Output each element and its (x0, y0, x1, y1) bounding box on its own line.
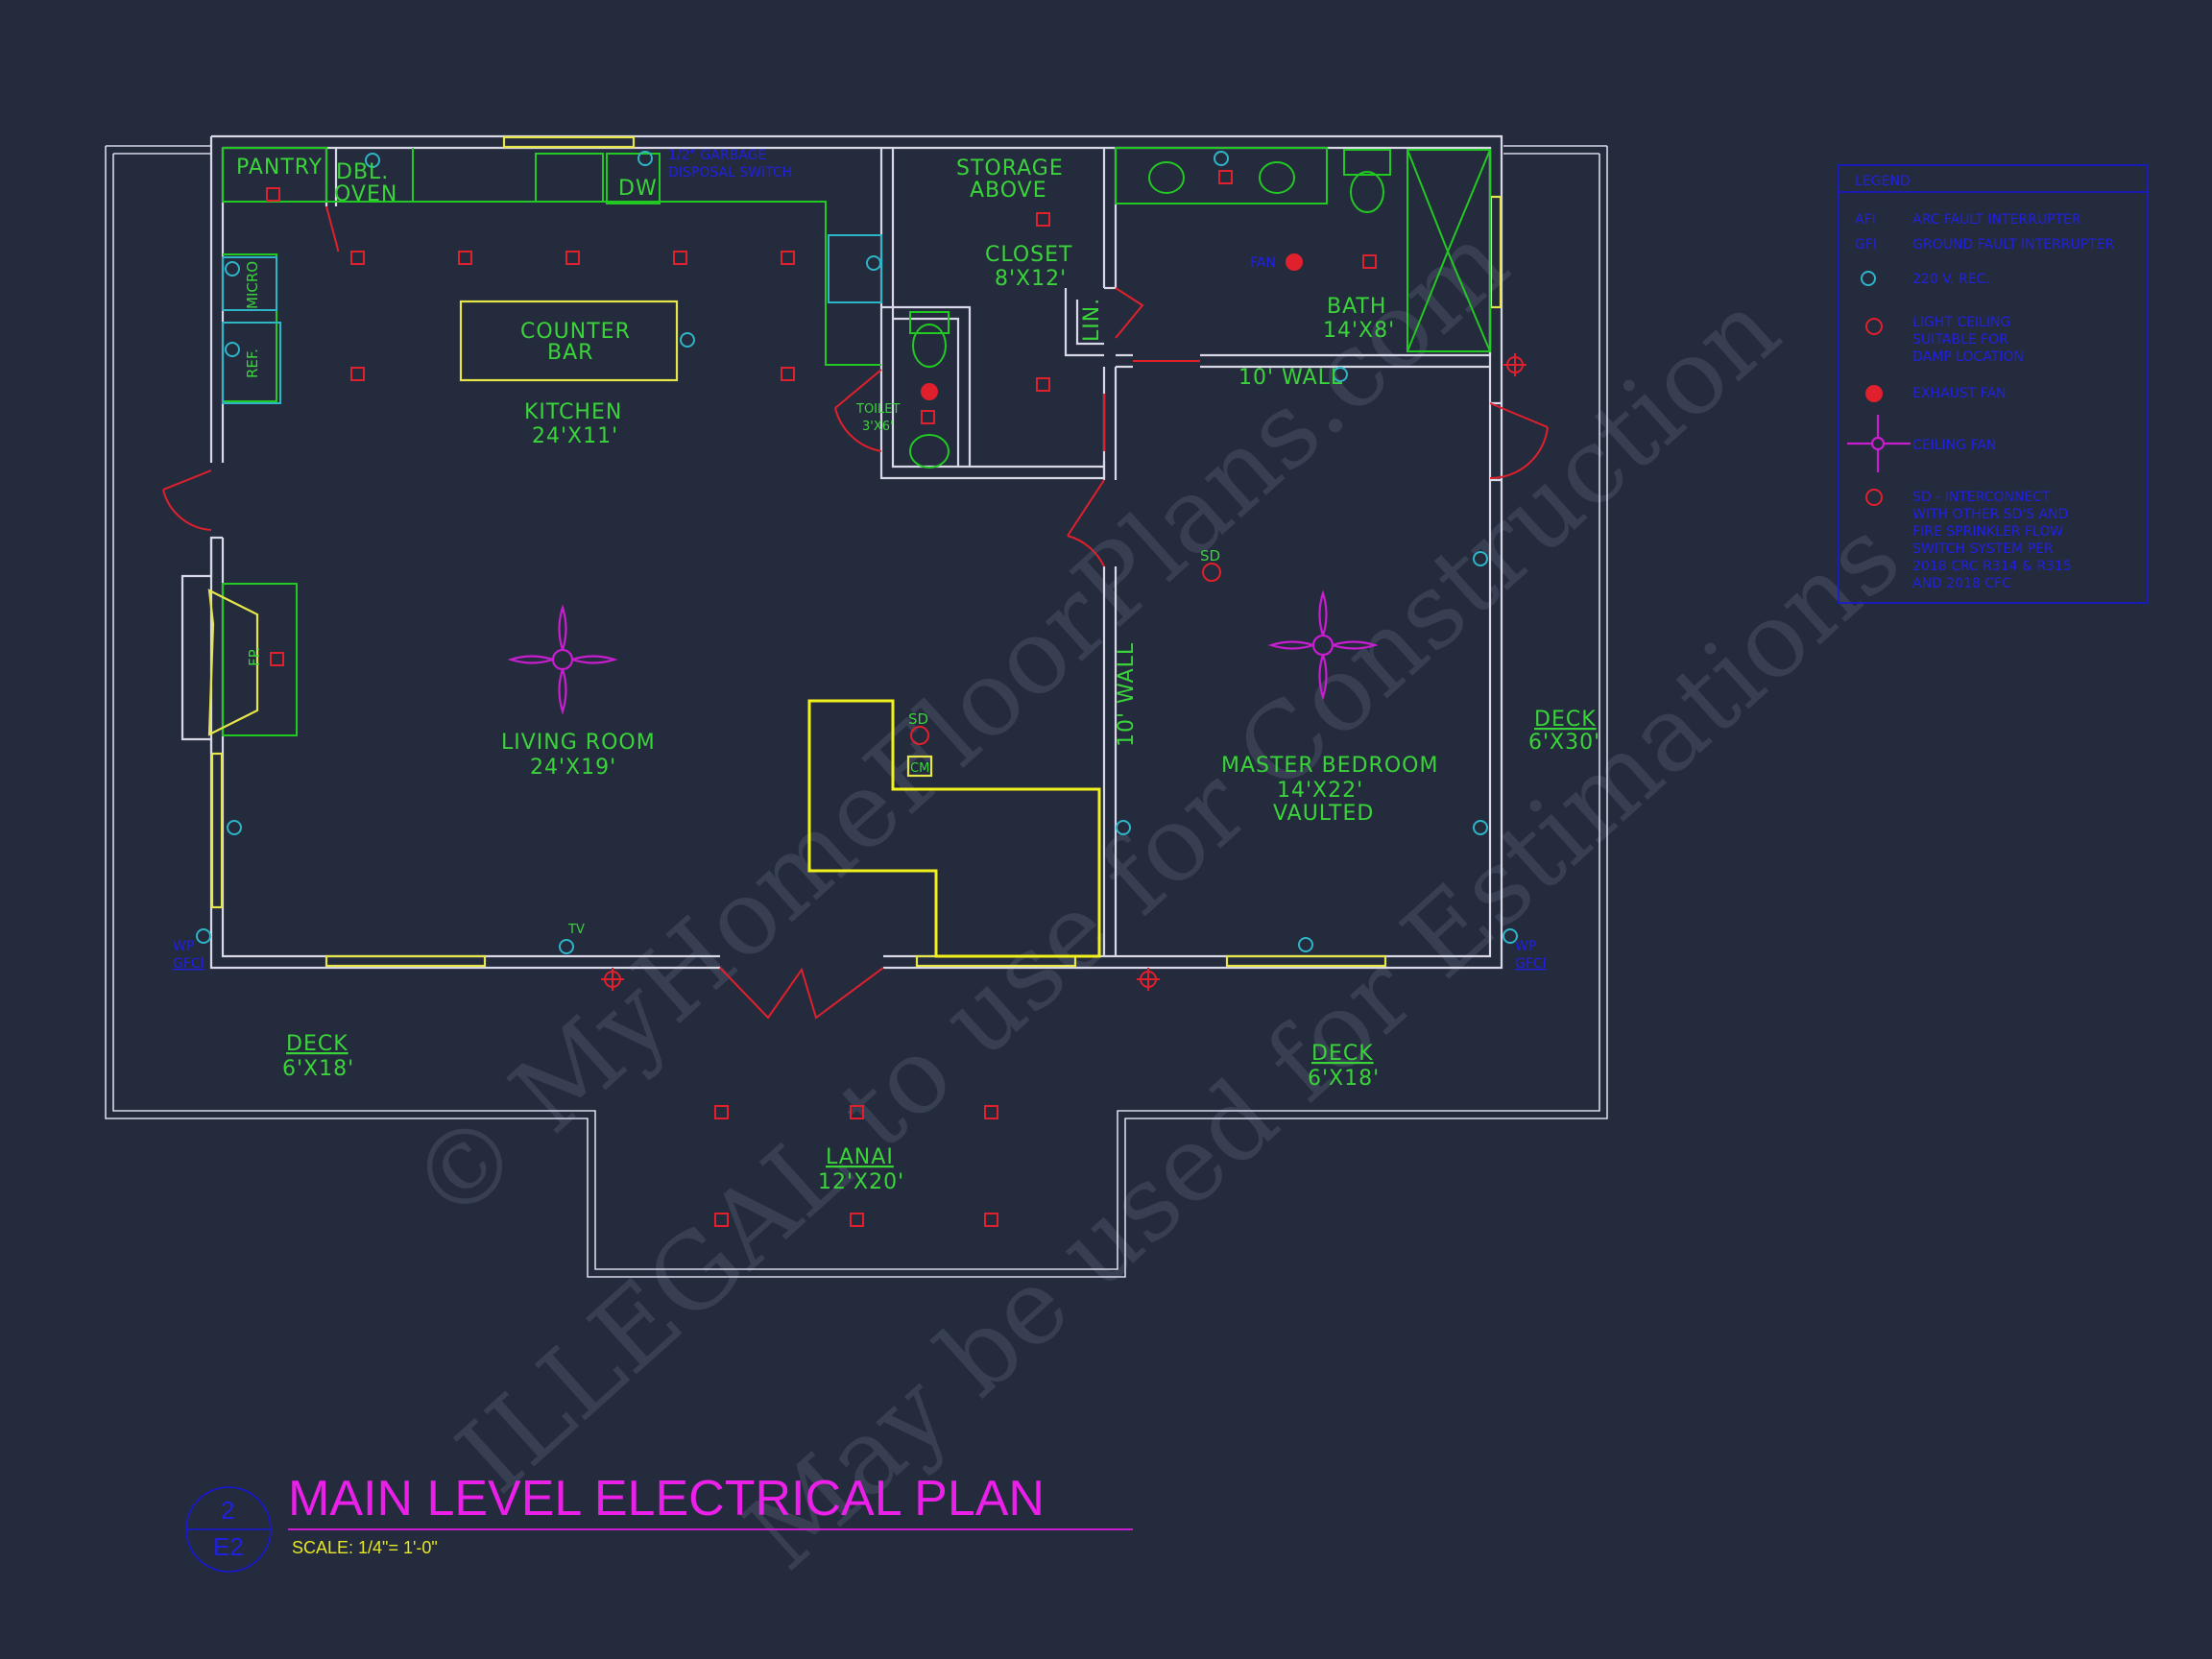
bath-fixtures (909, 147, 1491, 469)
counter-label-2: BAR (547, 341, 593, 365)
fan-note: FAN (1250, 255, 1276, 271)
outlets (196, 151, 1518, 954)
master-bedroom-label: MASTER BEDROOM (1221, 754, 1438, 778)
legend-light-2: SUITABLE FOR (1912, 332, 2008, 348)
wp-note-right-1: WP (1515, 939, 1536, 954)
kitchen-label: KITCHEN (524, 400, 622, 424)
doors (162, 205, 1549, 1020)
stair-outline (807, 699, 1101, 958)
wp-note-left-1: WP (173, 939, 194, 954)
deck-mid-label: DECK (1311, 1042, 1374, 1066)
wp-note-right-2: GFCI (1515, 956, 1547, 972)
kitchen-cabinets (222, 147, 882, 404)
legend-sd-2: WITH OTHER SD'S AND (1912, 507, 2068, 522)
legend-ceiling-fan: CEILING FAN (1912, 438, 1996, 453)
master-bedroom-note: VAULTED (1273, 802, 1374, 826)
storage-label-1: STORAGE (956, 156, 1064, 180)
legend-gfi-text: GROUND FAULT INTERRUPTER (1912, 237, 2115, 252)
fireplace (180, 536, 298, 754)
annotations: 1/2" GARBAGE DISPOSAL SWITCH FAN WP GFCI… (173, 148, 1547, 972)
tv-label: TV (567, 923, 585, 937)
ceiling-fan-living (507, 604, 618, 715)
drawing-title: MAIN LEVEL ELECTRICAL PLAN (288, 1471, 1045, 1527)
wp-note-left-2: GFCI (173, 956, 204, 972)
pantry-label: PANTRY (236, 156, 323, 180)
deck-mid-size: 6'X18' (1308, 1067, 1380, 1091)
title-block: 2 E2 MAIN LEVEL ELECTRICAL PLAN SCALE: 1… (185, 1471, 1133, 1573)
closet-label: CLOSET (985, 243, 1072, 267)
bath-size: 14'X8' (1323, 319, 1395, 343)
sd-label-master: SD (1200, 547, 1220, 565)
legend-afi-text: ARC FAULT INTERRUPTER (1912, 212, 2081, 228)
lanai-label: LANAI (826, 1145, 894, 1169)
legend-sd-1: SD - INTERCONNECT (1912, 490, 2051, 505)
deck-outline (105, 145, 1608, 1278)
cm-label: CM (910, 761, 929, 776)
legend-gfi-code: GFI (1855, 237, 1877, 252)
legend-rec: 220 V. REC. (1912, 272, 1990, 287)
deck-right-label: DECK (1534, 708, 1597, 732)
legend-exhaust: EXHAUST FAN (1912, 386, 2007, 401)
dw-label: DW (618, 177, 658, 201)
storage-label-2: ABOVE (970, 179, 1047, 203)
interior-walls (325, 148, 1492, 956)
dbl-oven-label-2: OVEN (334, 182, 397, 206)
micro-label: MICRO (244, 261, 261, 309)
dbl-oven-label-1: DBL. (336, 160, 389, 184)
counter-label-1: COUNTER (520, 320, 631, 344)
sheet-number: E2 (213, 1532, 244, 1561)
ref-label: REF. (244, 349, 261, 378)
sd-label-living: SD (908, 710, 928, 728)
garbage-note-1: 1/2" GARBAGE (668, 148, 766, 163)
legend-sd-5: 2018 CRC R314 & R315 (1912, 559, 2072, 574)
garbage-note-2: DISPOSAL SWITCH (668, 165, 792, 180)
legend-afi-code: AFI (1855, 212, 1876, 228)
detail-number: 2 (221, 1496, 234, 1525)
damp-location-lights (601, 353, 1527, 991)
deck-left-size: 6'X18' (282, 1057, 354, 1081)
legend-light-1: LIGHT CEILING (1912, 315, 2010, 330)
lanai-size: 12'X20' (818, 1170, 904, 1194)
drawing-scale: SCALE: 1/4"= 1'-0" (292, 1538, 438, 1557)
legend-sd-4: SWITCH SYSTEM PER (1912, 541, 2054, 557)
room-labels: PANTRY DBL. OVEN DW STORAGE ABOVE CLOSET… (236, 156, 1600, 1194)
fireplace-label: FP. (246, 647, 263, 666)
watermark-line-2: ILLEGAL to use for Construction (436, 269, 1802, 1516)
wall-note-top: 10' WALL (1238, 366, 1343, 390)
living-room-label: LIVING ROOM (501, 731, 656, 755)
smoke-detectors (906, 563, 1221, 778)
kitchen-size: 24'X11' (532, 424, 618, 448)
legend-sd-6: AND 2018 CFC (1912, 576, 2011, 591)
wall-note-vert: 10' WALL (1115, 642, 1139, 747)
deck-left-label: DECK (286, 1032, 349, 1056)
legend-sd-3: FIRE SPRINKLER FLOW (1912, 524, 2063, 540)
living-room-size: 24'X19' (530, 756, 616, 780)
ceiling-fan-master (1267, 589, 1379, 701)
exhaust-fans (921, 253, 1303, 400)
closet-size: 8'X12' (995, 267, 1067, 291)
bath-label: BATH (1327, 295, 1386, 319)
legend: LEGEND AFI ARC FAULT INTERRUPTER GFI GRO… (1838, 164, 2149, 604)
linen-label: LIN. (1080, 298, 1104, 342)
legend-light-3: DAMP LOCATION (1912, 349, 2024, 365)
deck-right-size: 6'X30' (1528, 731, 1600, 755)
master-bedroom-size: 14'X22' (1277, 779, 1363, 803)
ceiling-lights (266, 170, 1377, 1227)
toilet-label: TOILET (855, 402, 900, 417)
legend-title: LEGEND (1855, 174, 1911, 189)
toilet-size: 3'X6' (862, 420, 894, 434)
